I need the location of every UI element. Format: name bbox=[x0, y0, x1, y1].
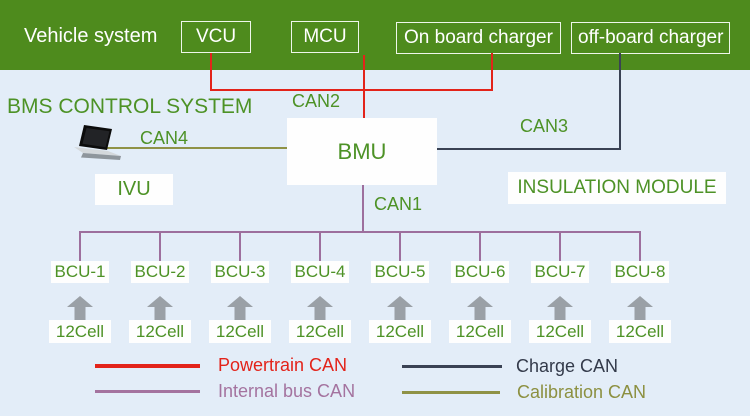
bms-system-title: BMS CONTROL SYSTEM bbox=[7, 95, 253, 118]
powertrain-can-line-onboard bbox=[491, 53, 493, 91]
bcu-box-6: BCU-6 bbox=[451, 261, 509, 283]
legend-label-internal-bus: Internal bus CAN bbox=[218, 381, 356, 401]
internal-bus-can-vertical bbox=[362, 185, 364, 232]
arrow-up-icon bbox=[387, 296, 413, 320]
arrow-up-icon bbox=[147, 296, 173, 320]
powertrain-can-line-vcu bbox=[210, 53, 212, 91]
vehicle-system-banner bbox=[0, 0, 750, 70]
legend-line-internal-bus bbox=[95, 390, 200, 393]
legend-line-calibration bbox=[402, 391, 500, 394]
cell-box-6: 12Cell bbox=[449, 320, 511, 343]
can3-label: CAN3 bbox=[520, 116, 569, 136]
can4-label: CAN4 bbox=[140, 128, 189, 148]
arrow-up-icon bbox=[627, 296, 653, 320]
bcu-box-1: BCU-1 bbox=[51, 261, 109, 283]
vehicle-system-label: Vehicle system bbox=[24, 25, 158, 47]
arrow-up-icon bbox=[467, 296, 493, 320]
ivu-box: IVU bbox=[95, 174, 173, 205]
arrow-up-icon bbox=[67, 296, 93, 320]
bcu-box-3: BCU-3 bbox=[211, 261, 269, 283]
internal-bus-drop-3 bbox=[239, 231, 241, 261]
mcu-box: MCU bbox=[291, 21, 359, 53]
bcu-box-4: BCU-4 bbox=[291, 261, 349, 283]
arrow-up-icon bbox=[307, 296, 333, 320]
powertrain-can-bus-line bbox=[210, 89, 493, 91]
internal-bus-drop-6 bbox=[479, 231, 481, 261]
bcu-box-7: BCU-7 bbox=[531, 261, 589, 283]
arrow-up-icon bbox=[227, 296, 253, 320]
can1-label: CAN1 bbox=[374, 194, 423, 214]
cell-box-2: 12Cell bbox=[129, 320, 191, 343]
internal-bus-drop-1 bbox=[79, 231, 81, 261]
bmu-box: BMU bbox=[287, 118, 437, 185]
bcu-box-2: BCU-2 bbox=[131, 261, 189, 283]
arrow-up-icon bbox=[547, 296, 573, 320]
internal-bus-drop-5 bbox=[399, 231, 401, 261]
cell-box-4: 12Cell bbox=[289, 320, 351, 343]
cell-box-5: 12Cell bbox=[369, 320, 431, 343]
legend-label-charge: Charge CAN bbox=[516, 356, 619, 376]
internal-bus-can-bus bbox=[79, 231, 641, 233]
onboard-charger-box: On board charger bbox=[396, 22, 561, 54]
can2-label: CAN2 bbox=[292, 91, 341, 111]
cell-box-8: 12Cell bbox=[609, 320, 671, 343]
bcu-box-8: BCU-8 bbox=[611, 261, 669, 283]
internal-bus-drop-7 bbox=[559, 231, 561, 261]
bcu-box-5: BCU-5 bbox=[371, 261, 429, 283]
vcu-box: VCU bbox=[181, 21, 251, 53]
legend-label-powertrain: Powertrain CAN bbox=[218, 355, 348, 375]
insulation-module-box: INSULATION MODULE bbox=[508, 172, 726, 204]
powertrain-can-line-mcu bbox=[363, 55, 365, 118]
cell-box-7: 12Cell bbox=[529, 320, 591, 343]
cell-box-3: 12Cell bbox=[209, 320, 271, 343]
laptop-icon bbox=[74, 125, 121, 160]
internal-bus-drop-2 bbox=[159, 231, 161, 261]
legend-line-powertrain bbox=[95, 364, 200, 368]
legend-line-charge bbox=[402, 365, 502, 368]
calibration-can-line bbox=[103, 147, 287, 149]
charge-can-line-vertical bbox=[619, 53, 621, 150]
legend-label-calibration: Calibration CAN bbox=[517, 382, 647, 402]
offboard-charger-box: off-board charger bbox=[571, 22, 730, 54]
internal-bus-drop-4 bbox=[319, 231, 321, 261]
cell-box-1: 12Cell bbox=[49, 320, 111, 343]
charge-can-line-horizontal bbox=[437, 148, 621, 150]
internal-bus-drop-8 bbox=[639, 231, 641, 261]
